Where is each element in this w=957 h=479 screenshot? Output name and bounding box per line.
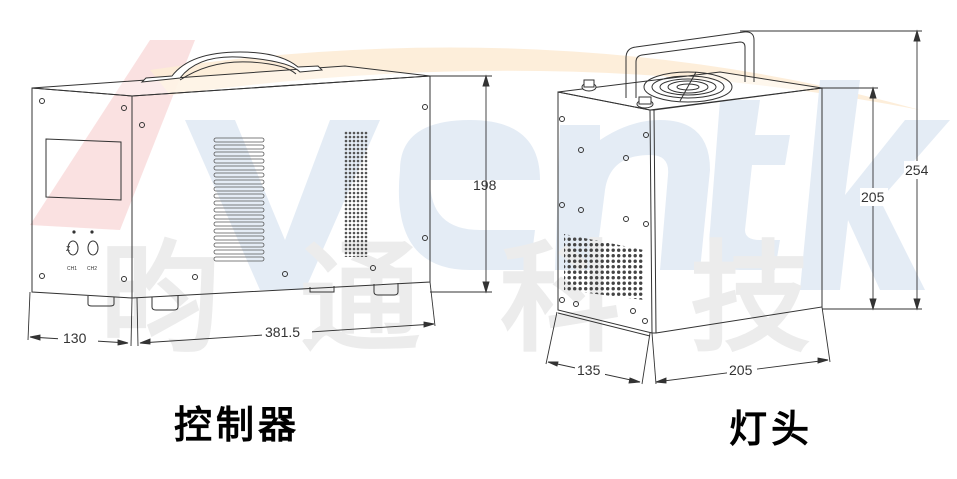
controller-depth-dim: 130 (63, 330, 87, 346)
lamp-head-caption: 灯头 (729, 407, 814, 451)
controller-height-dim: 198 (473, 177, 497, 193)
lamp-width-dim: 205 (729, 362, 753, 378)
watermark-char-4: 技 (690, 230, 810, 369)
lamp-total-height-dim: 254 (905, 162, 929, 178)
watermark-char-2: 通 (300, 230, 420, 369)
controller-caption: 控制器 (174, 403, 301, 447)
ch1-label: CH1 (67, 266, 77, 272)
lamp-depth-dim: 135 (577, 362, 601, 378)
ch2-label: CH2 (87, 266, 97, 272)
controller-width-dim: 381.5 (265, 324, 300, 340)
lamp-body-height-dim: 205 (861, 189, 885, 205)
power-toggle-icon: Z (66, 246, 71, 253)
